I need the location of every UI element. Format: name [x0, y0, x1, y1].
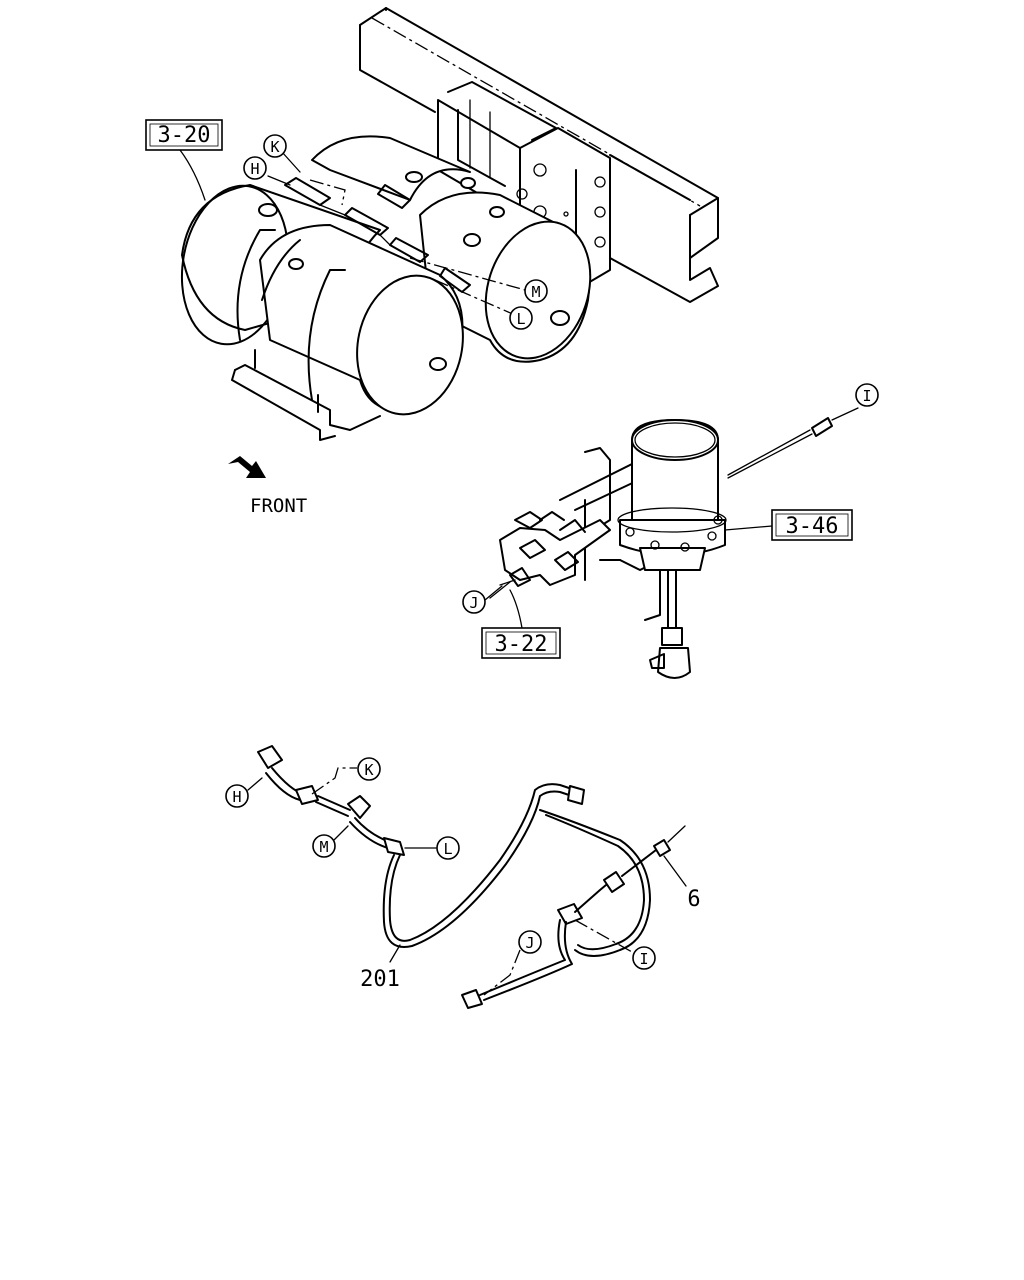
- frame-rail: [359, 7, 719, 303]
- callout-h-top[interactable]: H: [243, 156, 267, 180]
- ref-box-3-20[interactable]: 3-20: [145, 119, 223, 151]
- part-number-6[interactable]: 6: [687, 887, 700, 912]
- callout-l-top[interactable]: L: [509, 306, 533, 330]
- svg-text:J: J: [525, 934, 534, 952]
- svg-text:I: I: [862, 387, 871, 405]
- callout-j-top[interactable]: J: [462, 585, 503, 614]
- top-leaders: [179, 149, 526, 316]
- ref-box-3-22[interactable]: 3-22: [481, 589, 561, 659]
- svg-text:J: J: [469, 594, 478, 612]
- front-arrow-icon: [228, 456, 266, 478]
- callout-k-bottom[interactable]: K: [357, 757, 381, 781]
- svg-text:L: L: [443, 840, 452, 858]
- ref-label-3-20: 3-20: [158, 123, 211, 148]
- callout-m-bottom[interactable]: M: [312, 834, 336, 858]
- svg-text:I: I: [639, 950, 648, 968]
- callout-l-bottom[interactable]: L: [436, 836, 460, 860]
- svg-text:H: H: [232, 788, 241, 806]
- callout-i-top[interactable]: I: [855, 383, 879, 407]
- svg-text:M: M: [319, 838, 328, 856]
- svg-text:H: H: [250, 160, 259, 178]
- callout-h-bottom[interactable]: H: [225, 784, 249, 808]
- callout-k-top[interactable]: K: [263, 134, 287, 158]
- callout-i-bottom[interactable]: I: [632, 946, 656, 970]
- front-label: FRONT: [250, 495, 307, 517]
- callout-j-bottom[interactable]: J: [518, 930, 542, 954]
- svg-text:M: M: [531, 283, 540, 301]
- air-dryer: [489, 407, 859, 679]
- air-tanks: [180, 135, 592, 441]
- ref-label-3-46: 3-46: [786, 514, 839, 539]
- callout-m-top[interactable]: M: [524, 279, 548, 303]
- hose-harness: [257, 745, 686, 1009]
- svg-text:L: L: [516, 310, 525, 328]
- svg-text:K: K: [364, 761, 373, 779]
- bottom-leaders: [247, 767, 687, 996]
- part-number-201[interactable]: 201: [360, 967, 400, 992]
- ref-label-3-22: 3-22: [495, 632, 548, 657]
- ref-box-3-46[interactable]: 3-46: [724, 509, 853, 541]
- svg-text:K: K: [270, 138, 279, 156]
